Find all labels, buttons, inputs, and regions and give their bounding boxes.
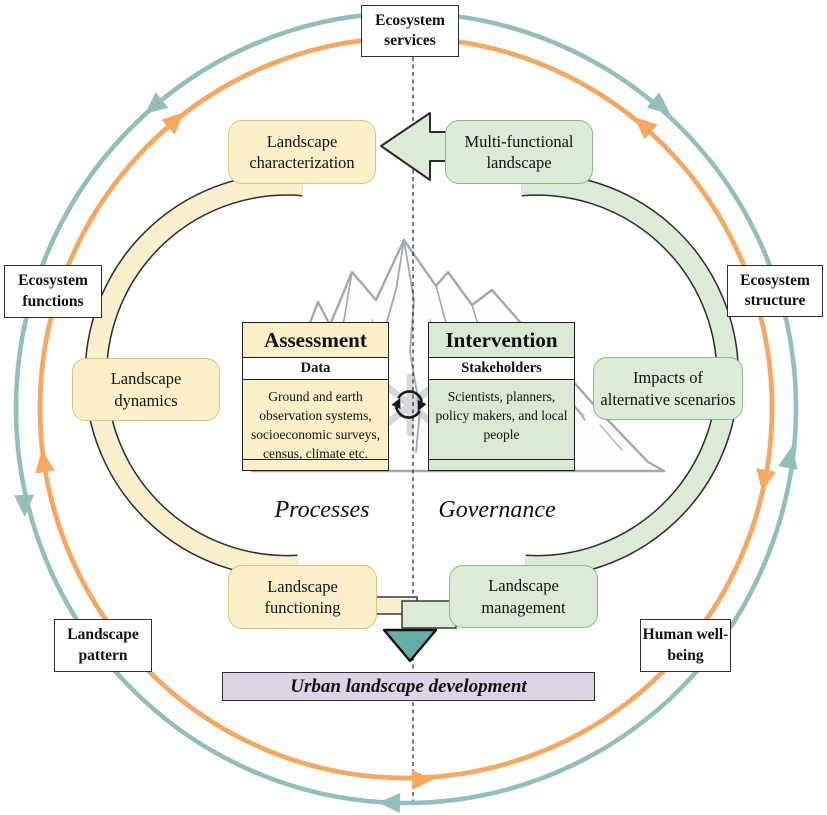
label-human-well-being: Human well-being <box>640 619 731 672</box>
green-connector-band <box>401 600 457 629</box>
teal-arrowhead-top-left <box>144 92 169 114</box>
mountain-shading-star <box>380 373 440 437</box>
assessment-body: Ground and earth observation systems, so… <box>251 389 380 462</box>
label-ecosystem-functions: Ecosystem functions <box>4 265 102 318</box>
label-landscape-pattern: Landscape pattern <box>54 619 152 672</box>
label-ecosystem-structure: Ecosystem structure <box>727 265 823 317</box>
teal-arrowhead-top-right <box>646 92 671 114</box>
down-arrow <box>382 628 438 663</box>
assessment-footer-strip <box>243 459 388 470</box>
assessment-subtitle: Data <box>243 357 388 380</box>
teal-arrowhead-left <box>14 494 34 517</box>
assessment-title: Assessment <box>264 328 367 352</box>
teal-arrowhead-bottom <box>378 793 401 813</box>
left-block-arrow <box>380 112 455 181</box>
node-landscape-management: Landscape management <box>449 565 598 628</box>
cycle-arrows-icon <box>391 390 427 419</box>
circle-arrowheads <box>14 92 798 813</box>
orange-arrowhead-bottom <box>411 770 434 790</box>
orange-arrowhead-top-right <box>634 117 658 140</box>
label-ecosystem-services: Ecosystem services <box>361 5 459 57</box>
intervention-body: Scientists, planners, policy makers, and… <box>435 389 568 443</box>
node-impacts-of-alternative-scenarios: Impacts of alternative scenarios <box>593 357 743 420</box>
teal-arrowhead-right <box>778 446 798 470</box>
label-governance: Governance <box>438 497 556 523</box>
intervention-title: Intervention <box>445 328 558 352</box>
node-landscape-functioning: Landscape functioning <box>228 565 377 629</box>
orange-arrowhead-right <box>756 468 776 492</box>
intervention-panel: Intervention Stakeholders Scientists, pl… <box>428 322 575 471</box>
intervention-subtitle: Stakeholders <box>429 357 574 380</box>
assessment-panel: Assessment Data Ground and earth observa… <box>242 322 389 471</box>
node-landscape-characterization: Landscape characterization <box>228 120 376 184</box>
label-processes: Processes <box>274 497 370 523</box>
node-landscape-dynamics: Landscape dynamics <box>72 358 220 421</box>
urban-landscape-development-banner: Urban landscape development <box>222 672 595 701</box>
node-multi-functional-landscape: Multi-functional landscape <box>445 120 593 184</box>
orange-arrowhead-top-left <box>161 112 185 135</box>
intervention-footer-strip <box>429 459 574 470</box>
orange-arrowhead-left <box>35 450 55 474</box>
